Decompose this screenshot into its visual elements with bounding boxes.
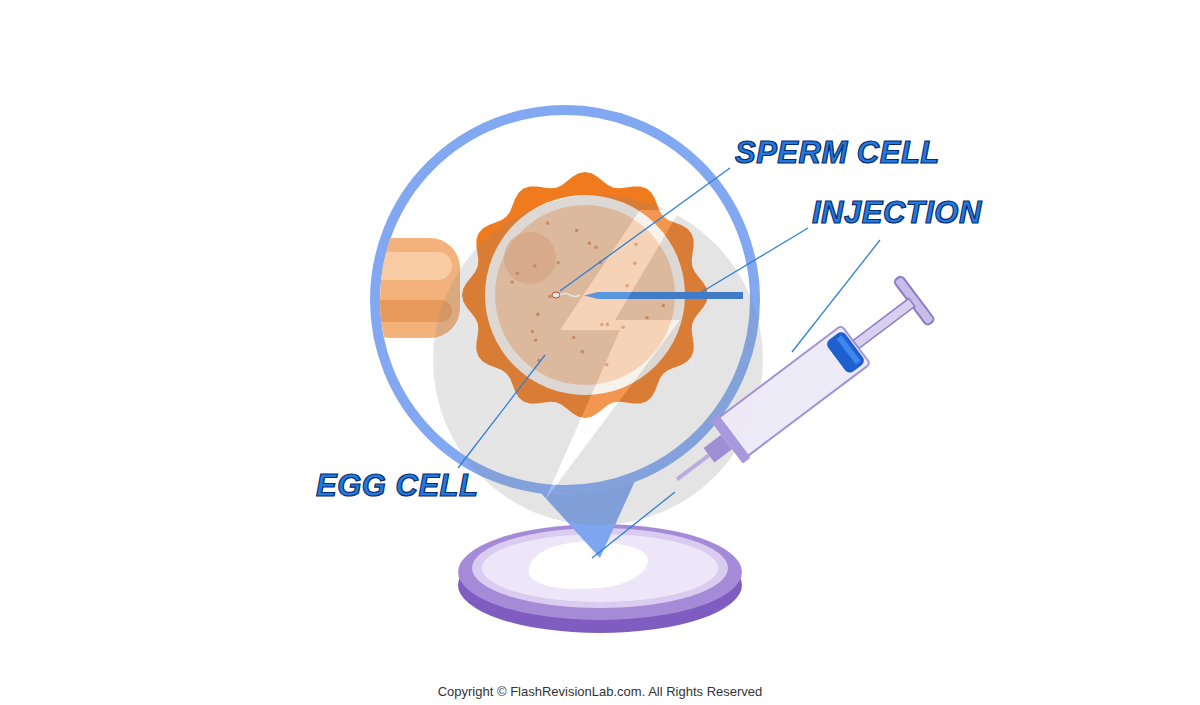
syringe — [660, 275, 935, 501]
watermark-logo — [433, 195, 763, 525]
part-label: INJECTION — [812, 195, 982, 231]
part-label: EGG CELL — [316, 468, 478, 504]
copyright-note: Copyright © FlashRevisionLab.com. All Ri… — [438, 684, 763, 699]
part-label: SPERM CELL — [735, 135, 940, 171]
